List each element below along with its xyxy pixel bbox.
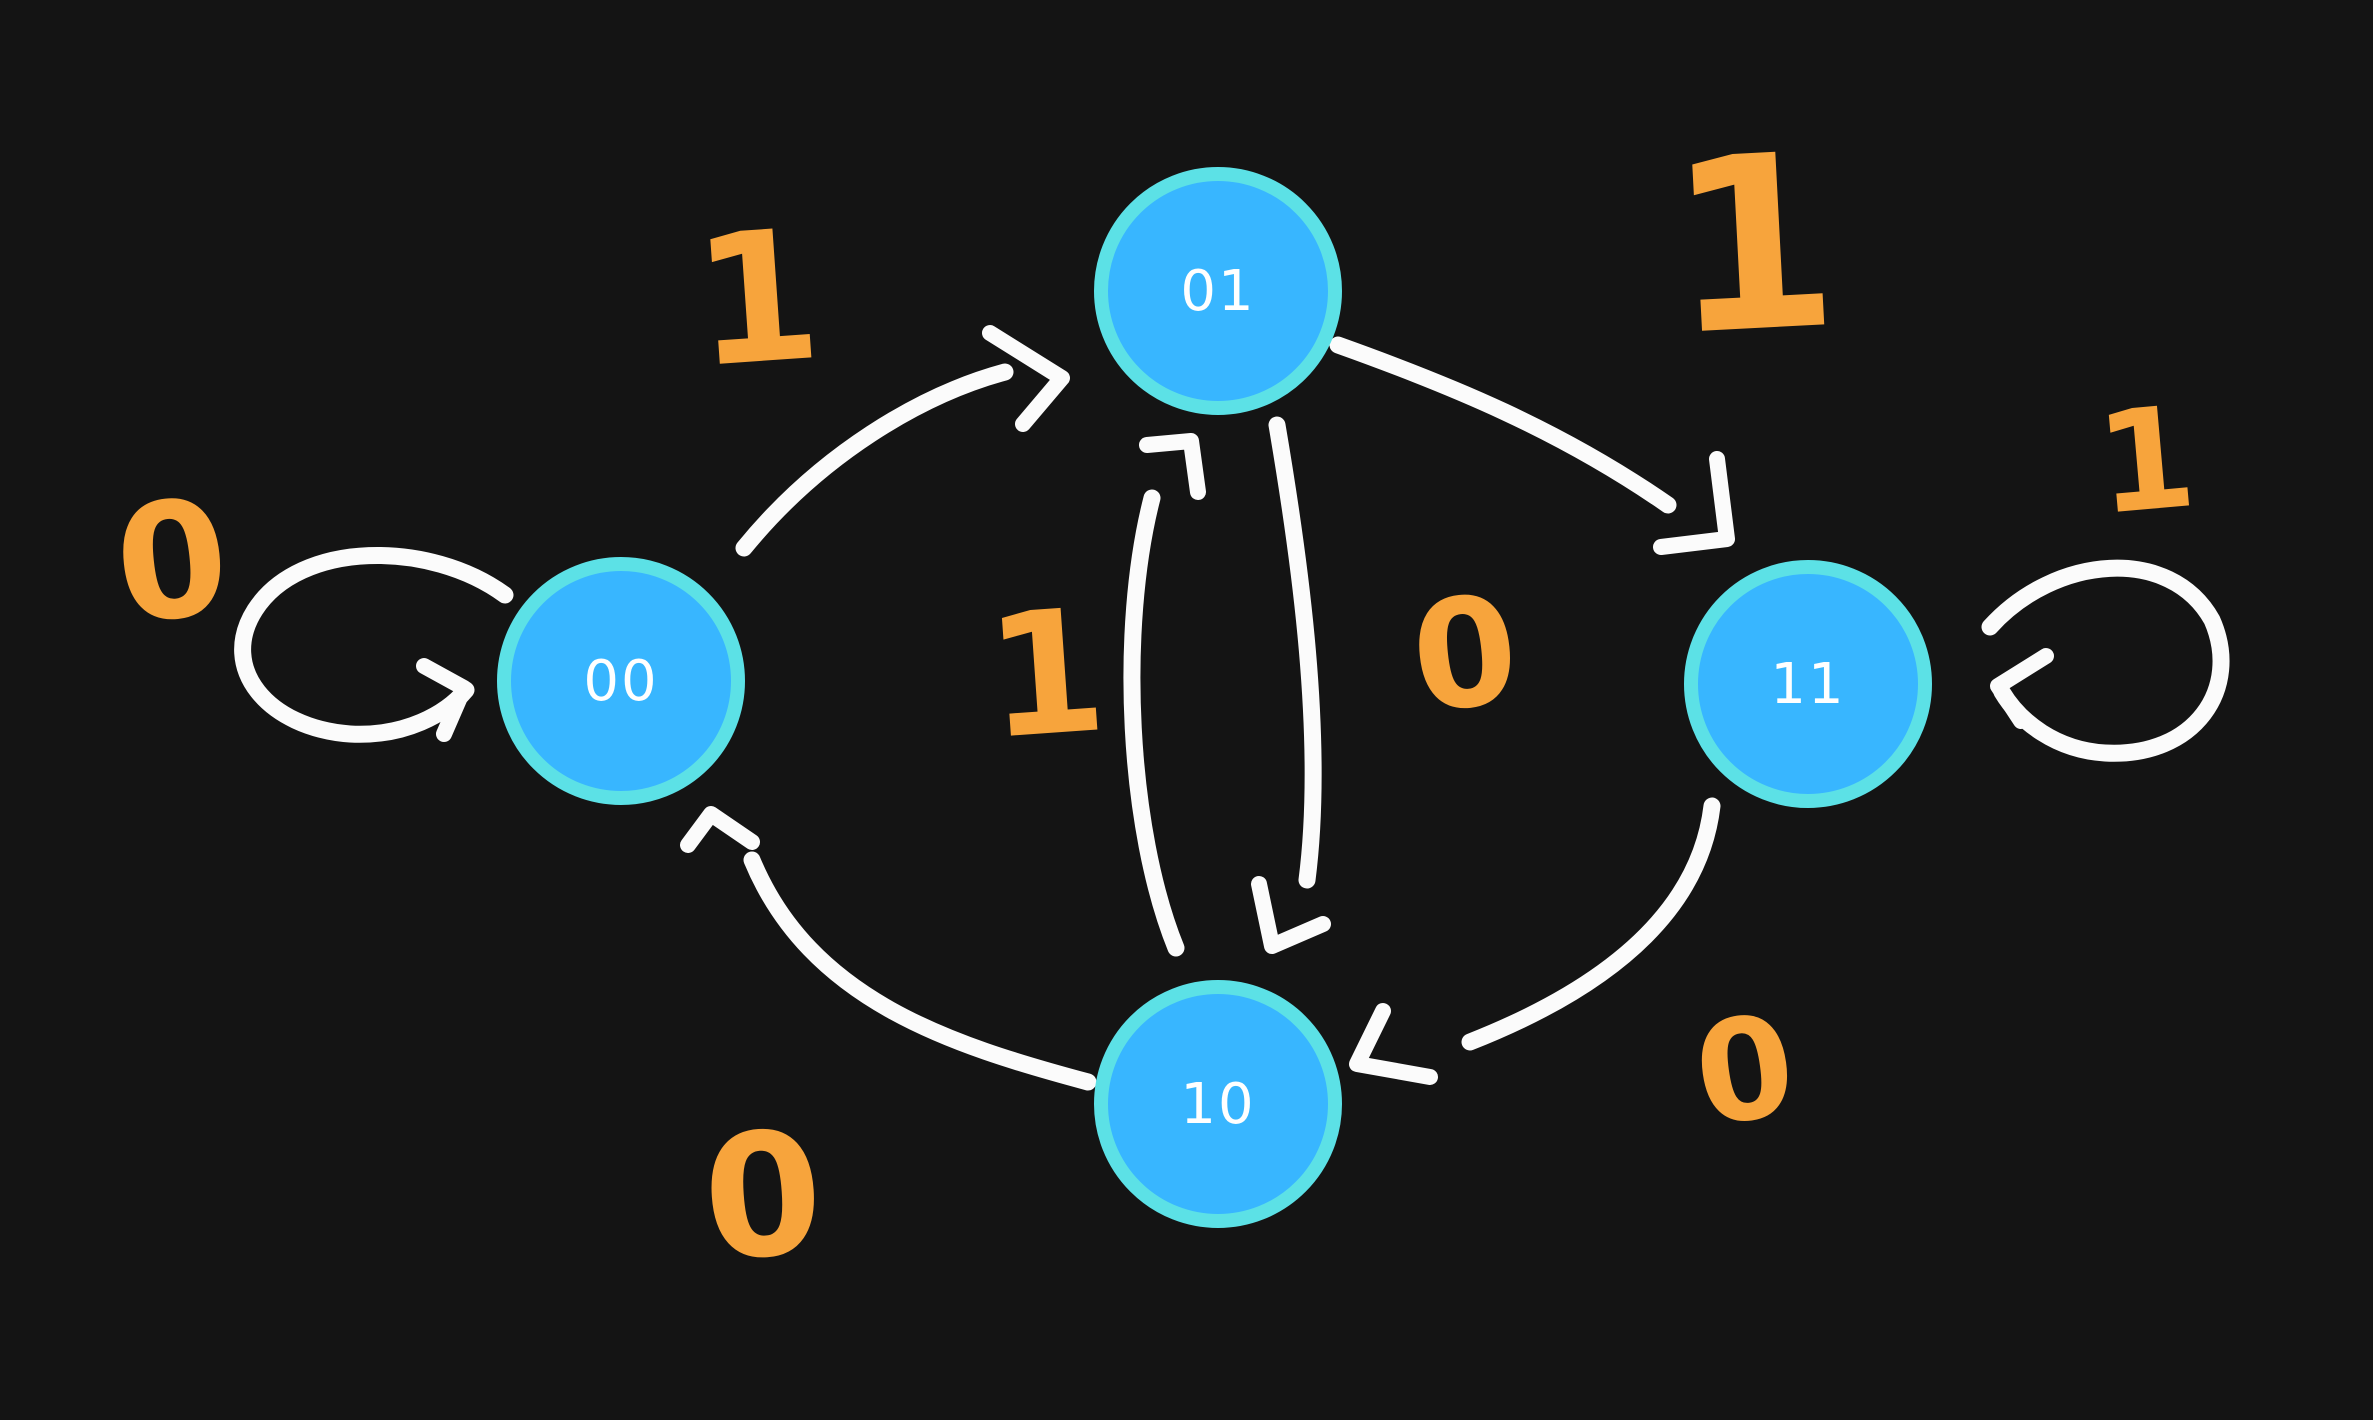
edge-00-to-01[interactable] (735, 325, 1070, 557)
edge-label-00-self-loop[interactable]: 0 (106, 462, 238, 661)
edge-01-to-10[interactable] (1251, 416, 1331, 954)
edge-label-11-to-10[interactable]: 0 (1685, 984, 1805, 1159)
edge-01-to-11[interactable] (1329, 336, 1735, 555)
edge-10-to-00[interactable] (680, 806, 1097, 1091)
edge-label-11-self-loop[interactable]: 1 (2090, 376, 2202, 547)
state-node-00[interactable]: 00 (497, 557, 745, 805)
edge-label-10-to-01[interactable]: 1 (980, 572, 1112, 778)
state-node-11[interactable]: 11 (1684, 560, 1932, 808)
state-label-00: 00 (583, 648, 659, 714)
edge-10-to-01[interactable] (1123, 433, 1206, 957)
edge-00-self-loop[interactable] (234, 547, 514, 743)
edge-label-10-to-00[interactable]: 0 (697, 1094, 829, 1300)
state-node-10[interactable]: 10 (1094, 980, 1342, 1228)
edge-11-self-loop[interactable] (1981, 559, 2230, 762)
state-label-10: 10 (1180, 1071, 1256, 1137)
edge-label-01-to-10[interactable]: 0 (1404, 563, 1526, 747)
state-label-01: 01 (1180, 258, 1256, 324)
state-label-11: 11 (1770, 651, 1846, 717)
edge-label-00-to-01[interactable]: 1 (687, 190, 827, 409)
state-node-01[interactable]: 01 (1094, 167, 1342, 415)
edge-label-01-to-11[interactable]: 1 (1662, 100, 1844, 390)
edge-11-to-10[interactable] (1349, 797, 1721, 1085)
